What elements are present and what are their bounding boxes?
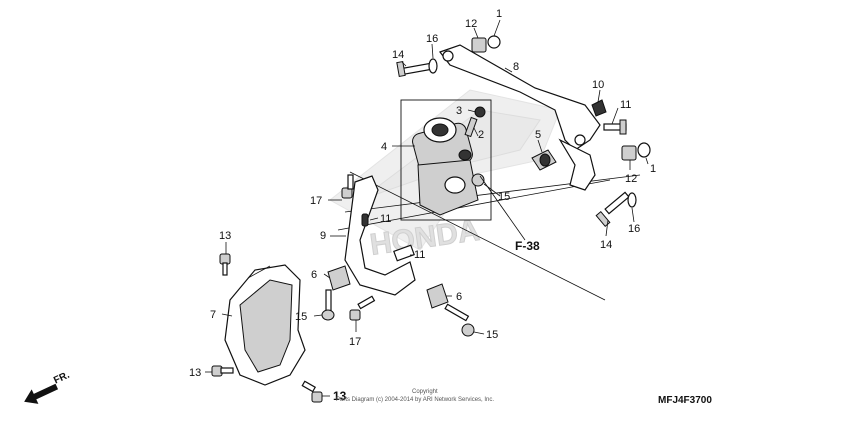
label-15b: 15 bbox=[295, 311, 307, 323]
label-1a: 1 bbox=[496, 8, 502, 20]
label-8: 8 bbox=[513, 61, 519, 73]
front-direction-arrow: FR. bbox=[24, 370, 72, 404]
cover-part[interactable] bbox=[224, 264, 306, 386]
link-bracket-part[interactable] bbox=[439, 44, 601, 191]
label-9: 9 bbox=[320, 230, 326, 242]
label-3: 3 bbox=[456, 105, 462, 117]
bolt-13-left[interactable] bbox=[211, 365, 234, 377]
label-17a: 17 bbox=[310, 195, 322, 207]
label-6a: 6 bbox=[311, 269, 317, 281]
bolt-13-bottom[interactable] bbox=[301, 380, 323, 403]
bolt-13-top[interactable] bbox=[219, 253, 231, 276]
copyright-text: Parts Diagram (c) 2004-2014 by ARI Netwo… bbox=[336, 397, 494, 403]
label-4: 4 bbox=[381, 141, 387, 153]
label-13b: 13 bbox=[189, 367, 201, 379]
label-17b: 17 bbox=[349, 336, 361, 348]
bolt-top[interactable] bbox=[396, 61, 432, 77]
part-labels: 1 12 16 14 8 10 11 3 2 5 4 1 12 15 17 11… bbox=[189, 8, 656, 403]
copyright-title: Copyright bbox=[412, 389, 438, 395]
label-16b: 16 bbox=[628, 223, 640, 235]
label-12a: 12 bbox=[465, 18, 477, 30]
label-15c: 15 bbox=[486, 329, 498, 341]
label-7: 7 bbox=[210, 309, 216, 321]
label-11a: 11 bbox=[620, 99, 631, 111]
front-label: FR. bbox=[52, 370, 71, 387]
label-14b: 14 bbox=[600, 239, 612, 251]
label-15a: 15 bbox=[498, 191, 510, 203]
grommet-left[interactable] bbox=[327, 265, 351, 291]
diagram-code: MFJ4F3700 bbox=[658, 395, 712, 406]
washer-top[interactable] bbox=[428, 58, 438, 74]
label-14a: 14 bbox=[392, 49, 404, 61]
main-unit-part[interactable] bbox=[411, 117, 479, 216]
bolt-lower-right[interactable] bbox=[595, 191, 630, 227]
nut-right[interactable] bbox=[621, 142, 651, 161]
bolt-right[interactable] bbox=[603, 119, 627, 135]
label-13a: 13 bbox=[219, 230, 231, 242]
grommet-right[interactable] bbox=[426, 283, 449, 309]
label-13c: 13 bbox=[333, 389, 347, 403]
label-10: 10 bbox=[592, 79, 604, 91]
label-11b: 11 bbox=[380, 213, 391, 225]
washer-lower-right[interactable] bbox=[627, 192, 637, 208]
bolt-15-left[interactable] bbox=[321, 289, 335, 321]
label-11c: 11 bbox=[414, 249, 425, 261]
bolt-17-lower[interactable] bbox=[349, 295, 376, 321]
bolt-17-upper[interactable] bbox=[341, 174, 354, 199]
clip-part[interactable] bbox=[591, 99, 607, 117]
ref-f38: F-38 bbox=[515, 239, 540, 253]
label-1b: 1 bbox=[650, 163, 656, 175]
label-16a: 16 bbox=[426, 33, 438, 45]
small-screw-part[interactable] bbox=[464, 106, 486, 138]
bolt-15-lower[interactable] bbox=[444, 303, 475, 337]
leader-lines bbox=[205, 19, 649, 397]
label-5: 5 bbox=[535, 129, 541, 141]
label-2: 2 bbox=[478, 129, 484, 141]
nut-top[interactable] bbox=[471, 35, 501, 53]
bolt-15-center[interactable] bbox=[471, 173, 485, 187]
grommet-part[interactable] bbox=[531, 149, 557, 171]
left-bracket-part[interactable] bbox=[344, 175, 416, 296]
label-6b: 6 bbox=[456, 291, 462, 303]
bolt-11-left[interactable] bbox=[361, 213, 369, 227]
label-12b: 12 bbox=[625, 173, 637, 185]
